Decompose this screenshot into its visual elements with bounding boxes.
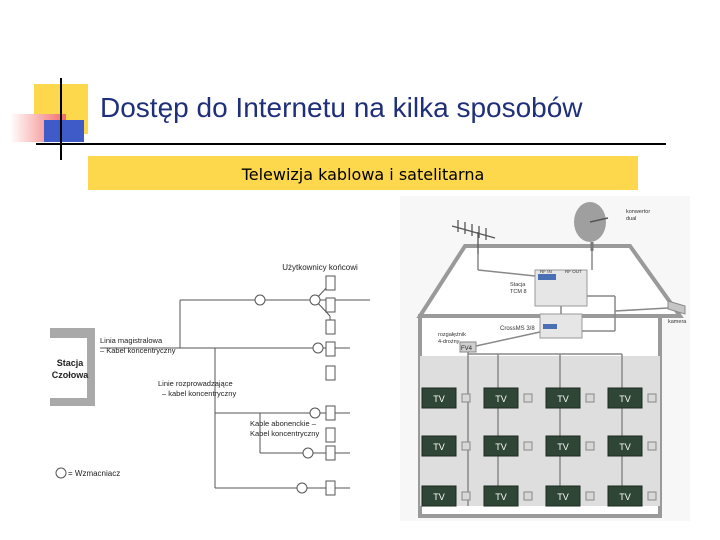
tv-outlet — [647, 491, 657, 501]
tv-set: TV — [421, 485, 471, 507]
ornament-horizontal-line — [36, 143, 666, 145]
drop-label-line1: Kable abonenckie – — [250, 419, 317, 428]
amplifier — [302, 447, 314, 459]
tv-label: TV — [433, 394, 445, 404]
crossms-label: CrossMS 3/8 — [500, 326, 535, 332]
converter-label-line2: dual — [626, 216, 636, 222]
tv-label: TV — [495, 492, 507, 502]
tv-label: TV — [495, 394, 507, 404]
tv-outlet — [523, 441, 533, 451]
head-station-line2: Czołowa — [52, 370, 89, 380]
tv-set: TV — [545, 435, 595, 457]
user-terminal — [325, 341, 336, 357]
user-terminal — [325, 445, 336, 461]
tv-set: TV — [607, 485, 657, 507]
tv-label: TV — [495, 442, 507, 452]
splitter-label-line2: 4-drożny — [438, 339, 460, 345]
tv-outlet — [647, 441, 657, 451]
ornament-vertical-line — [60, 78, 62, 160]
tv-label: TV — [619, 492, 631, 502]
converter-label-line1: konwertor — [626, 209, 650, 215]
user-terminal — [325, 405, 336, 421]
tv-label: TV — [619, 394, 631, 404]
tv-label: TV — [557, 492, 569, 502]
crossms-unit — [539, 313, 583, 339]
camera — [667, 300, 686, 315]
user-terminal — [325, 319, 336, 335]
splitter-label-line1: rozgałęźnik — [438, 332, 466, 338]
tv-outlet — [585, 441, 595, 451]
user-terminal — [325, 275, 336, 291]
tv-label: TV — [433, 492, 445, 502]
fv-label: FV4 — [461, 346, 473, 352]
users-label: Użytkownicy końcowi — [282, 263, 358, 272]
corner-ornament — [0, 0, 666, 170]
station-label-line1: Stacja — [510, 282, 526, 288]
rf-in-label: RF IN — [540, 269, 552, 274]
tv-set: TV — [483, 485, 533, 507]
user-terminal — [325, 480, 336, 496]
amplifier-legend-text: = Wzmacniacz — [68, 469, 120, 478]
tv-outlet — [461, 441, 471, 451]
tv-label: TV — [619, 442, 631, 452]
amplifier-legend: = Wzmacniacz — [55, 467, 120, 479]
user-terminal — [325, 365, 336, 381]
head-station: Stacja Czołowa — [50, 328, 95, 406]
station-label-line2: TCM 8 — [510, 289, 527, 295]
tv-outlet — [523, 491, 533, 501]
tv-set: TV — [421, 435, 471, 457]
trunk-label-line1: Linia magistralowa — [100, 336, 163, 345]
drop-label-line2: Kabel koncentryczny — [250, 429, 319, 438]
cable-network-diagram: Stacja Czołowa Użytkownicy końcowi Linia… — [50, 263, 370, 496]
camera-label: kamera — [668, 319, 687, 325]
tv-outlet — [461, 393, 471, 403]
amplifier — [312, 342, 324, 354]
trunk-label-line2: – Kabel koncentryczny — [100, 346, 176, 355]
tv-set: TV — [607, 387, 657, 409]
tv-set: TV — [483, 435, 533, 457]
amplifier — [309, 407, 321, 419]
amplifier — [296, 482, 308, 494]
tv-outlet — [585, 393, 595, 403]
tv-label: TV — [557, 394, 569, 404]
tv-label: TV — [433, 442, 445, 452]
satellite-house-diagram: konwertor dual kamera Stacja TCM 8 RF IN… — [400, 196, 690, 521]
tv-outlet — [523, 393, 533, 403]
tv-label: TV — [557, 442, 569, 452]
terrestrial-antenna — [451, 220, 496, 254]
distribution-label-line2: – kabel koncentryczny — [162, 389, 236, 398]
tv-outlet — [461, 491, 471, 501]
ornament-blue-square — [44, 120, 84, 142]
user-terminal — [325, 297, 336, 313]
tv-set: TV — [483, 387, 533, 409]
user-terminal — [325, 427, 336, 443]
subtitle-text: Telewizja kablowa i satelitarna — [241, 165, 485, 184]
head-station-line1: Stacja — [57, 358, 85, 368]
rf-out-label: RF OUT — [565, 269, 582, 274]
tv-set: TV — [421, 387, 471, 409]
satellite-dish — [574, 202, 609, 251]
tcm-station — [534, 269, 588, 307]
tv-set: TV — [545, 387, 595, 409]
distribution-label-line1: Linie rozprowadzające — [158, 379, 233, 388]
slide-title: Dostęp do Internetu na kilka sposobów — [100, 92, 583, 123]
amplifier — [254, 294, 266, 306]
tv-outlet — [585, 491, 595, 501]
tv-set: TV — [545, 485, 595, 507]
tv-set: TV — [607, 435, 657, 457]
tv-outlet — [647, 393, 657, 403]
amplifier — [309, 294, 321, 306]
subtitle-banner: Telewizja kablowa i satelitarna — [88, 156, 638, 190]
